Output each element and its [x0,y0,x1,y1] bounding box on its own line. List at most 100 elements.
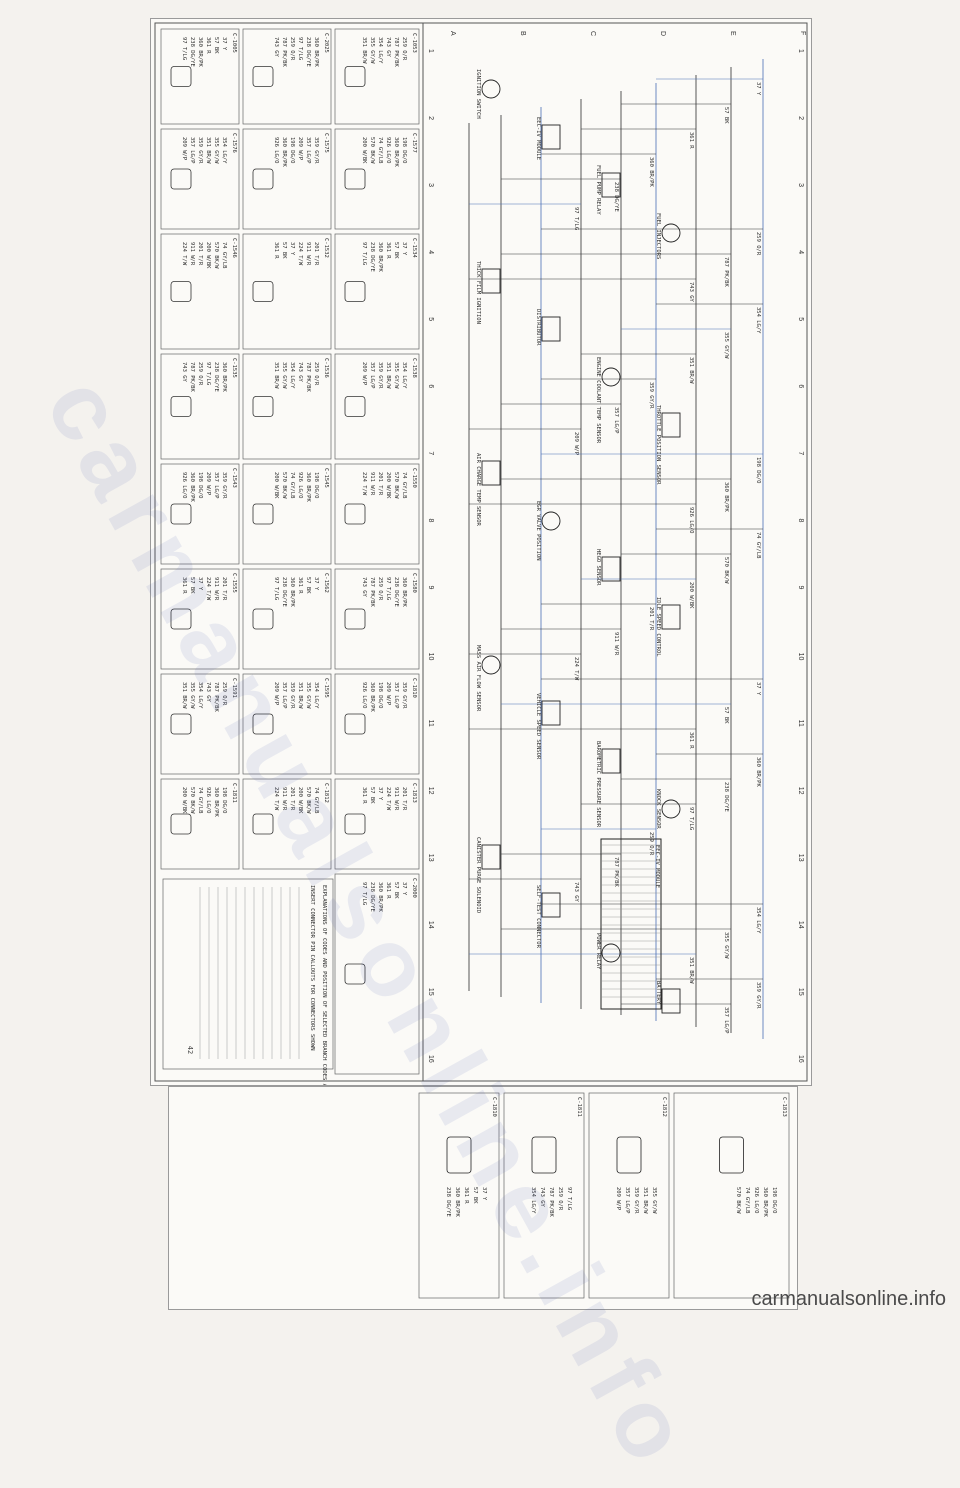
component-symbol [481,460,501,486]
connector-face [344,608,366,630]
pin-wire-label: 355 GY/W [651,1187,657,1214]
pin-wire-label: 926 LG/O [181,472,187,499]
component-label: THROTTLE POSITION SENSOR [655,405,661,485]
connector-table-box [242,778,332,870]
pin-wire-label: 570 BK/W [305,787,311,814]
wire-code-label: 198 DG/O [755,457,761,484]
component-symbol [661,412,681,438]
component-label: VEHICLE SPEED SENSOR [535,693,541,760]
wire-code-label: 351 BR/W [688,957,694,984]
connector-id-label: C-1595 [323,678,329,698]
wire-code-label: 200 W/BK [688,582,694,609]
grid-column-label: 16 [797,1055,804,1063]
pin-wire-label: 209 W/P [615,1187,621,1211]
connector-face [252,608,274,630]
component-symbol [541,892,561,918]
connector-face [170,281,192,302]
connector-face [344,168,366,190]
connector-id-label: C-1576 [231,133,237,153]
pin-wire-label: 360 BR/PK [305,472,311,502]
pin-wire-label: 360 BR/PK [213,787,219,817]
pin-wire-label: 787 PK/BK [281,37,287,67]
pin-wire-label: 57 BK [213,37,219,54]
connector-id-label: C-1532 [323,238,329,258]
pin-wire-label: 787 PK/BK [189,362,195,392]
connector-detail-box [418,1092,500,1299]
component-symbol [601,748,621,774]
pin-wire-label: 209 W/P [297,137,303,161]
wire-code-label: 354 LG/Y [755,307,761,334]
pin-wire-label: 354 LG/Y [313,682,319,709]
wire-code-label: 361 R [688,732,694,749]
pin-wire-label: 743 GY [361,577,367,598]
component-symbol [541,316,561,342]
pin-wire-label: 97 T/LG [361,882,367,905]
pin-wire-label: 359 GY/R [221,472,227,499]
wire-code-label: 787 PK/BK [613,857,619,887]
pin-wire-label: 361 R [181,577,187,594]
component-label: BAROMETRIC PRESSURE SENSOR [595,741,601,828]
pin-wire-label: 787 PK/BK [393,37,399,67]
wire-code-label: 743 GY [688,282,694,303]
grid-column-label: 9 [797,586,804,590]
connector-id-label: C-1813 [781,1097,787,1117]
wire-code-label: 570 BK/W [723,557,729,584]
connector-id-label: C-1545 [323,468,329,488]
connector-table-box [160,353,240,460]
component-label: CANISTER PURGE SOLENOID [475,837,481,913]
pin-wire-label: 259 O/R [221,682,227,706]
pin-wire-label: 360 BR/PK [281,137,287,167]
connector-face [252,813,274,835]
notes-heading: EXPLANATIONS OF CODES AND POSITION OF SE… [321,885,327,1085]
pin-wire-label: 351 BR/W [361,37,367,64]
pin-wire-label: 37 Y [313,577,319,591]
pin-wire-label: 355 GY/W [305,682,311,709]
connector-id-label: C-1813 [411,783,417,803]
connector-face [344,396,366,417]
connector-id-label: C-1810 [411,678,417,698]
pin-wire-label: 224 T/W [205,577,211,601]
wire-code-label: 74 GY/LB [755,532,761,559]
pin-wire-label: 357 LG/P [393,682,399,709]
pin-wire-label: 361 R [361,787,367,804]
component-symbol [541,700,561,726]
pin-wire-label: 238 DG/YE [369,882,375,912]
pin-wire-label: 361 R [297,577,303,594]
connector-table-box [242,568,332,670]
component-label: EEC-IV MODULE [535,117,541,160]
connector-table-box [160,778,240,870]
connector-id-label: C-1562 [323,573,329,593]
pin-wire-label: 74 GY/LB [221,242,227,269]
component-label: SELF-TEST CONNECTOR [535,885,541,949]
pin-wire-label: 360 BR/PK [369,682,375,712]
pin-wire-label: 198 DG/O [197,472,203,499]
pin-wire-label: 97 T/LG [273,577,279,600]
pin-wire-label: 570 BK/W [393,472,399,499]
pin-wire-label: 351 BR/W [385,362,391,389]
wire-code-label: 359 GY/R [755,982,761,1009]
pin-wire-label: 198 DG/O [221,787,227,814]
component-symbol [661,988,681,1014]
connector-table-box [160,463,240,565]
pin-wire-label: 37 Y [481,1187,487,1201]
pin-wire-label: 198 DG/O [313,472,319,499]
connector-id-label: C-1580 [411,573,417,593]
pin-wire-label: 355 GY/W [213,137,219,164]
pin-wire-label: 74 GY/LB [289,472,295,499]
wire-code-label: 259 O/R [648,832,654,856]
component-label: FUEL INJECTORS [655,213,661,259]
connector-face [344,713,366,735]
grid-column-label: 12 [797,787,804,795]
pin-wire-label: 360 BR/PK [289,577,295,607]
pin-wire-label: 201 T/R [401,787,407,811]
pin-wire-label: 224 T/W [297,242,303,266]
connector-face [344,281,366,302]
grid-column-label: 15 [427,988,434,996]
pin-wire-label: 911 W/R [281,787,287,811]
connector-id-label: C-1810 [491,1097,497,1117]
pin-wire-label: 97 T/LG [297,37,303,60]
connector-id-label: C-1543 [231,468,237,488]
pin-wire-label: 97 T/LG [205,362,211,385]
grid-column-label: 7 [797,451,804,455]
